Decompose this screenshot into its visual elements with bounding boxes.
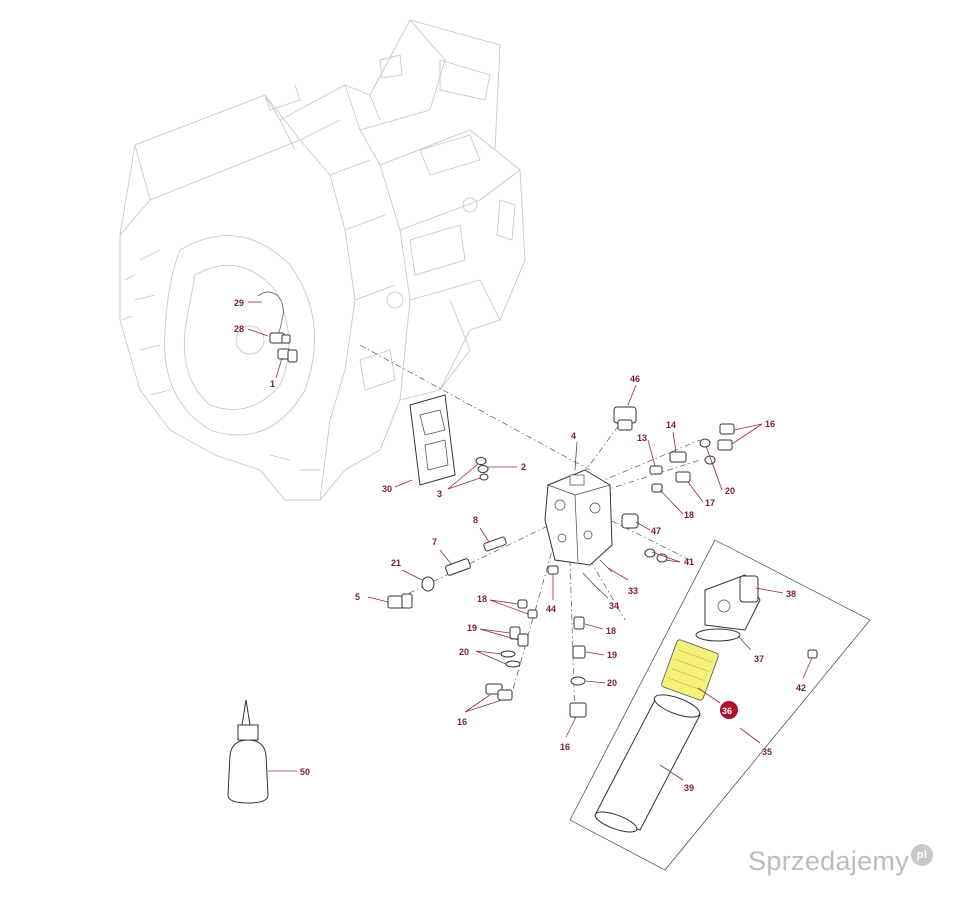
callout-36: 36 [722, 706, 732, 716]
callout-29: 29 [234, 298, 244, 308]
plug-part-5 [387, 593, 413, 609]
callout-34: 34 [609, 601, 619, 611]
leader-lines [247, 301, 813, 781]
valve-part-8 [483, 536, 507, 552]
callout-13: 13 [637, 433, 647, 443]
spring-part-14 [669, 451, 687, 463]
transmission-housing [119, 19, 526, 501]
callout-19-left: 19 [467, 623, 477, 633]
watermark: Sprzedajemy pl [748, 844, 933, 878]
callout-8: 8 [473, 515, 478, 525]
callout-42: 42 [796, 683, 806, 693]
watermark-text: Sprzedajemy [748, 846, 909, 876]
callout-41: 41 [684, 557, 694, 567]
callout-20-right: 20 [725, 486, 735, 496]
callout-16-bottom: 16 [560, 742, 570, 752]
callout-4: 4 [571, 431, 576, 441]
callout-21: 21 [391, 558, 401, 568]
callout-30: 30 [382, 484, 392, 494]
valve-block-part-4 [544, 469, 613, 566]
callout-17: 17 [705, 498, 715, 508]
gasket-part-30 [409, 394, 456, 486]
callout-47: 47 [651, 526, 661, 536]
callout-33: 33 [628, 586, 638, 596]
callout-18-upper: 18 [684, 510, 694, 520]
seal-part-37 [695, 628, 741, 642]
o-rings-part-41 [644, 548, 668, 563]
callout-44: 44 [546, 604, 556, 614]
pin-part-44 [547, 565, 559, 575]
callout-18-left: 18 [477, 594, 487, 604]
callout-1: 1 [270, 379, 275, 389]
callout-28: 28 [234, 324, 244, 334]
callout-38: 38 [786, 589, 796, 599]
callout-50: 50 [300, 767, 310, 777]
pin-part-33 [599, 559, 613, 573]
pin-part-13 [649, 465, 663, 475]
highlight-badge-36 [720, 701, 738, 719]
callout-20-left: 20 [459, 647, 469, 657]
plug-part-47 [621, 513, 639, 529]
callout-35: 35 [762, 747, 772, 757]
o-ring-part-21 [421, 576, 435, 592]
callout-20-center: 20 [607, 678, 617, 688]
callout-16-top: 16 [765, 419, 775, 429]
callout-46: 46 [630, 374, 640, 384]
filter-element-part-36 [661, 639, 719, 701]
callout-16-left: 16 [457, 717, 467, 727]
pin-part-18-upper [651, 483, 663, 493]
lower-left-stack [485, 599, 538, 701]
watermark-badge: pl [911, 844, 933, 866]
callout-7: 7 [432, 537, 437, 547]
pin-part-42 [807, 649, 818, 659]
lower-center-stack [569, 616, 587, 718]
callout-5: 5 [355, 592, 360, 602]
filter-element-ribs [667, 649, 713, 691]
o-rings-part-2-3 [475, 457, 489, 481]
callout-39: 39 [684, 783, 694, 793]
callout-3: 3 [437, 489, 442, 499]
spring-part-7 [445, 558, 471, 576]
sensor-part-28 [269, 332, 291, 344]
plugs-part-16-top [717, 423, 735, 451]
spring-part-17 [675, 471, 691, 483]
filter-bowl-part-39 [594, 694, 701, 833]
filter-head-part-38 [704, 574, 761, 631]
callout-labels: 29 28 1 46 4 13 14 16 2 3 30 20 17 18 47… [234, 298, 806, 793]
callout-37: 37 [754, 654, 764, 664]
callout-14: 14 [666, 420, 676, 430]
callout-18-center: 18 [606, 626, 616, 636]
sensor-wire-part-29 [257, 291, 284, 339]
o-rings-part-20-right [699, 438, 716, 465]
sealant-bottle-part-50 [227, 699, 269, 804]
plug-part-46 [613, 406, 637, 431]
fitting-part-1 [277, 348, 298, 363]
callout-2: 2 [521, 462, 526, 472]
callout-19-center: 19 [607, 650, 617, 660]
